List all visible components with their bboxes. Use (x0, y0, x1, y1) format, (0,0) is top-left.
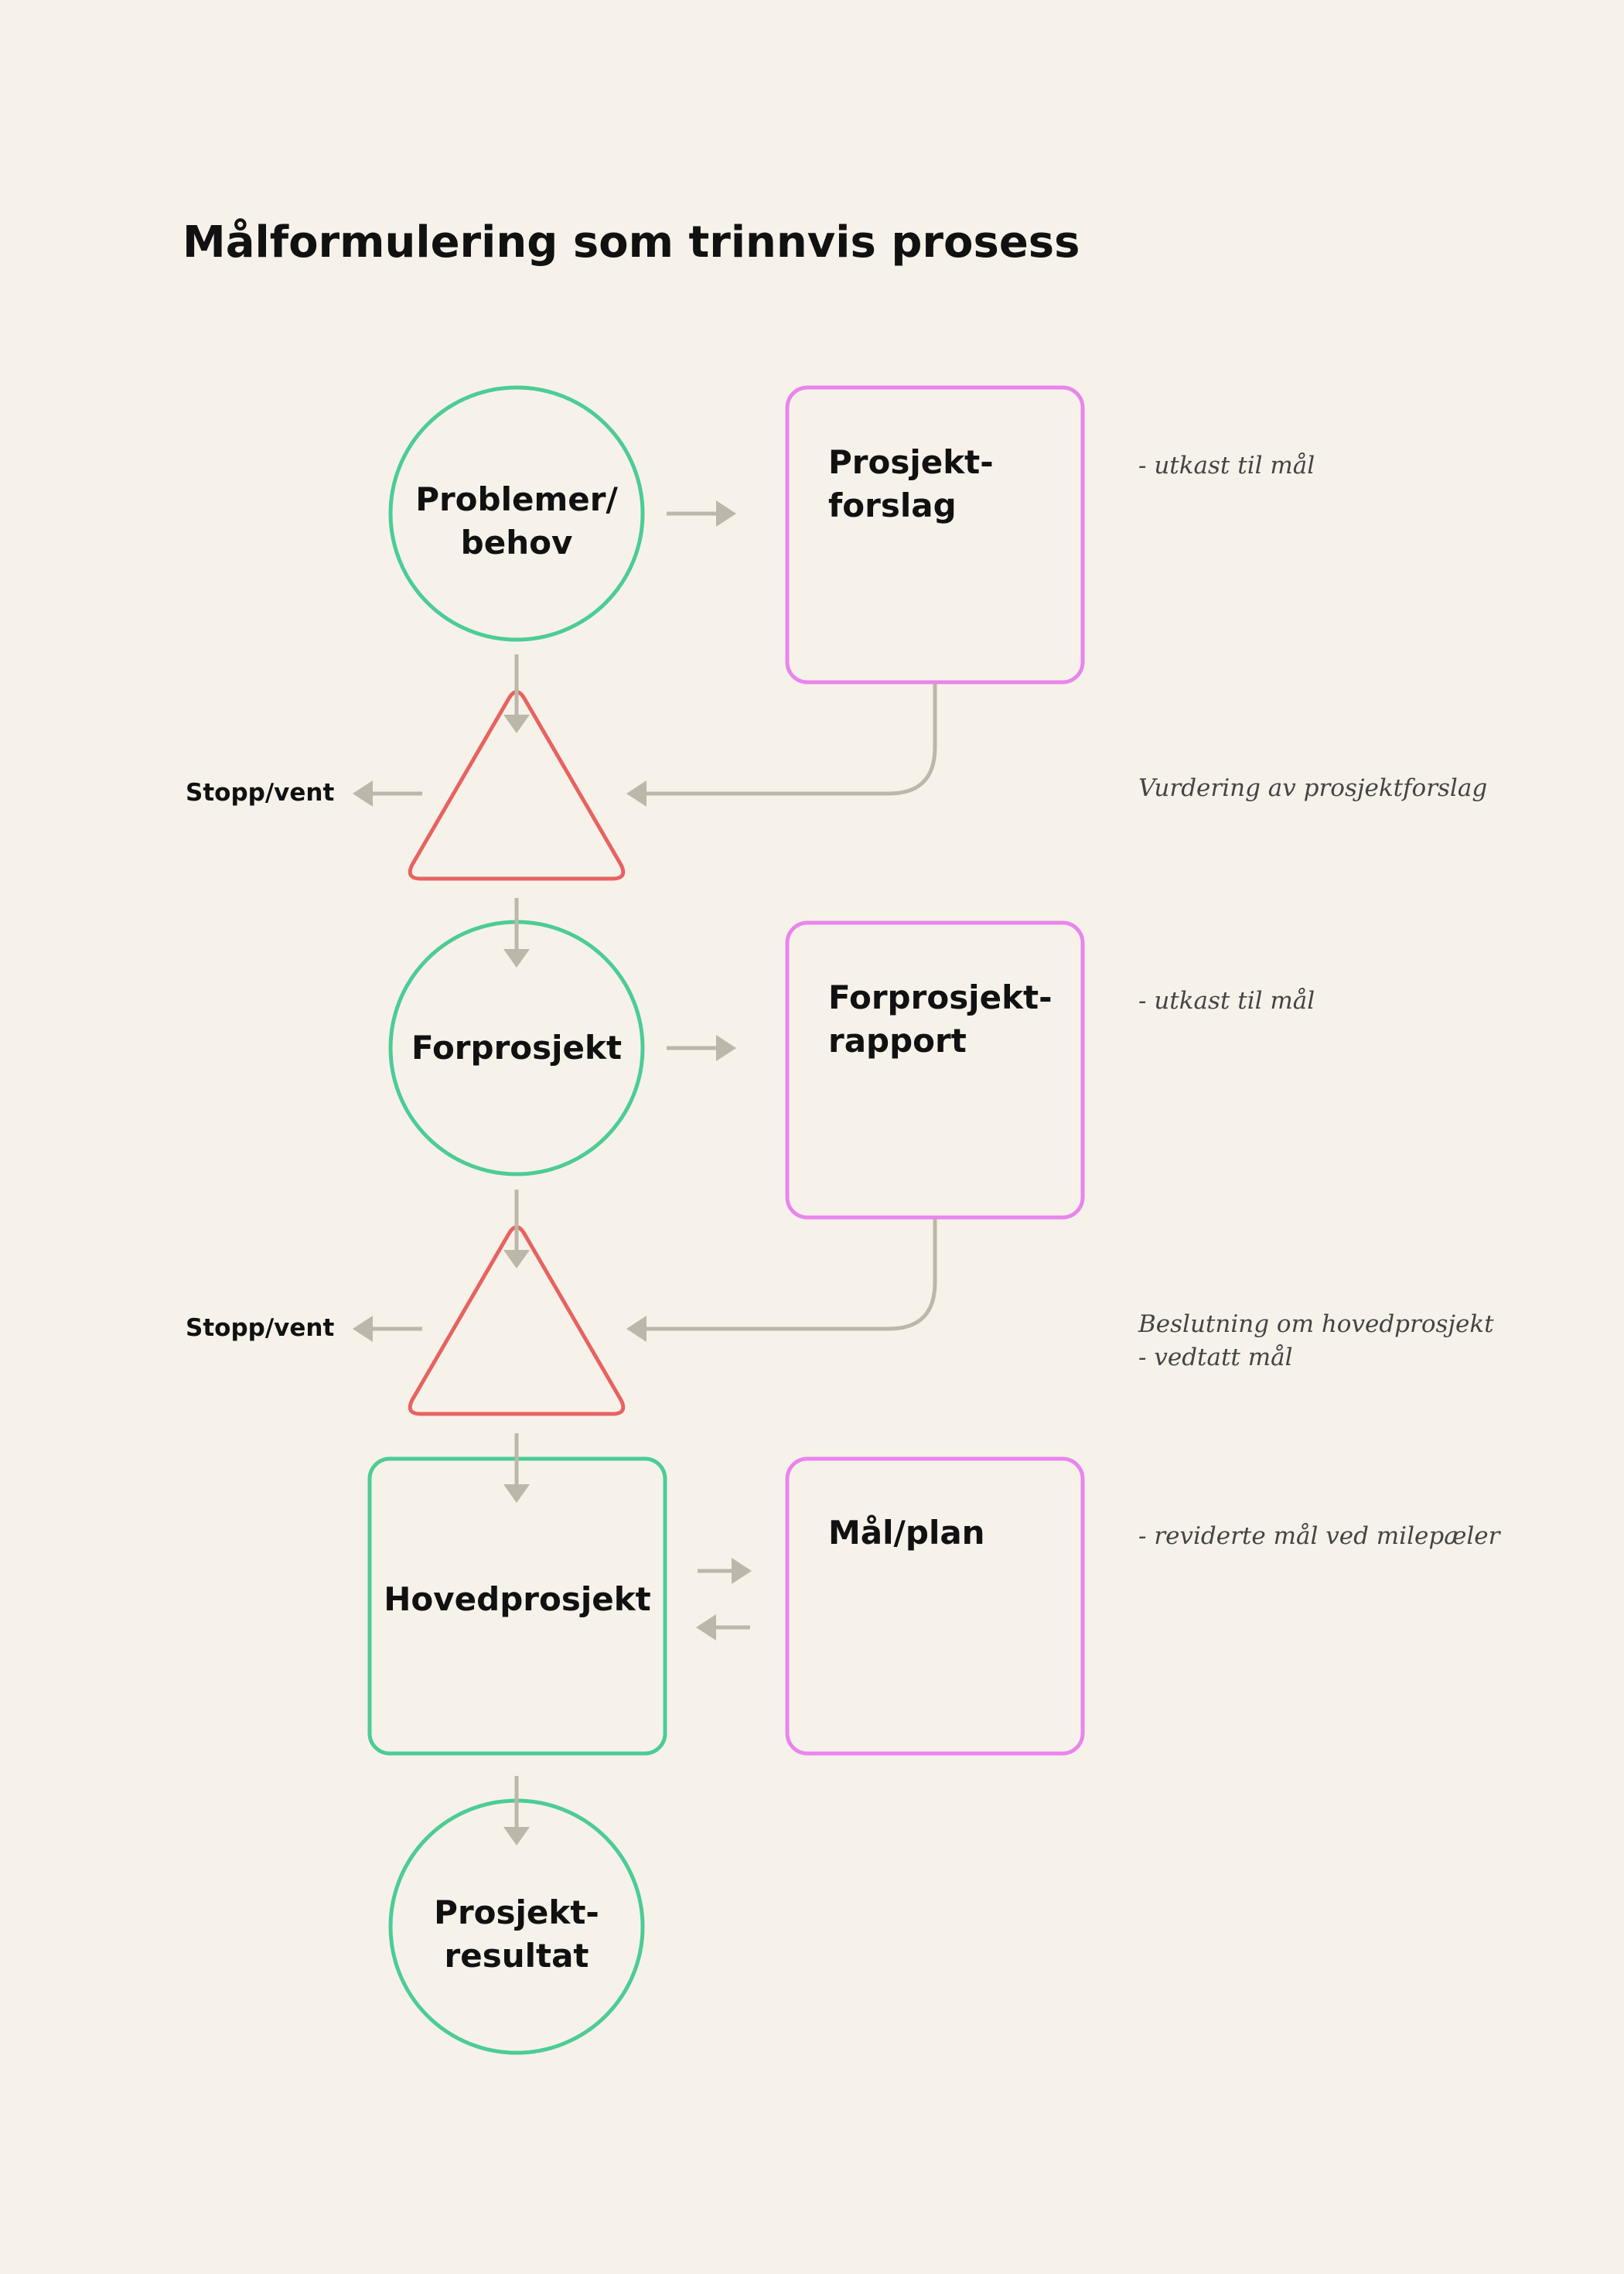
arrow-triangle-2-to-stopp (353, 1316, 422, 1342)
arrow-maal-plan-to-hovedprosjekt (696, 1614, 750, 1641)
note-utkast-2: - utkast til mål (1138, 987, 1315, 1015)
node-prosjektforslag (785, 385, 1085, 685)
note-vurdering: Vurdering av prosjektforslag (1138, 774, 1487, 802)
arrow-hovedprosjekt-to-maal-plan (698, 1558, 752, 1584)
node-forprosjektrapport (785, 920, 1085, 1220)
arrow-prosjektforslag-to-triangle-1 (626, 684, 937, 807)
arrow-forprosjekt-to-triangle-2 (503, 1190, 530, 1268)
node-problemer-label-line1: Problemer/ (415, 480, 618, 518)
arrow-triangle-1-to-stopp (353, 780, 422, 807)
arrow-triangle-2-to-hovedprosjekt (503, 1433, 530, 1503)
stop-label-1: Stopp/vent (186, 779, 334, 807)
stop-label-2: Stopp/vent (186, 1314, 334, 1342)
node-hovedprosjekt-label: Hovedprosjekt (384, 1580, 650, 1618)
note-reviderte-maal: - reviderte mål ved milepæler (1138, 1522, 1502, 1550)
arrow-problemer-to-triangle-1 (503, 654, 530, 733)
node-forprosjekt-label: Forprosjekt (411, 1029, 622, 1067)
node-prosjektforslag-label-line1: Prosjekt- (828, 443, 994, 481)
node-prosjektresultat-label-line2: resultat (445, 1937, 589, 1975)
note-beslutning-line2: - vedtatt mål (1138, 1344, 1293, 1371)
node-problemer-label-line2: behov (461, 524, 573, 562)
arrow-problemer-to-prosjektforslag (667, 500, 736, 527)
node-forprosjektrapport-label-line1: Forprosjekt- (828, 978, 1053, 1016)
note-utkast-1: - utkast til mål (1138, 452, 1315, 480)
diagram-title: Målformulering som trinnvis prosess (183, 217, 1080, 268)
node-maal-plan (785, 1456, 1085, 1756)
node-prosjektresultat-label-line1: Prosjekt- (434, 1893, 599, 1931)
node-prosjektforslag-label-line2: forslag (828, 487, 957, 524)
arrow-hovedprosjekt-to-prosjektresultat (503, 1776, 530, 1845)
note-beslutning-line1: Beslutning om hovedprosjekt (1138, 1310, 1494, 1338)
arrow-forprosjektrapport-to-triangle-2 (626, 1219, 937, 1342)
node-maal-plan-label: Mål/plan (828, 1514, 985, 1552)
node-forprosjektrapport-label-line2: rapport (828, 1022, 967, 1060)
arrow-triangle-1-to-forprosjekt (503, 898, 530, 968)
arrow-forprosjekt-to-forprosjektrapport (667, 1035, 736, 1061)
node-problemer-behov (388, 385, 645, 642)
